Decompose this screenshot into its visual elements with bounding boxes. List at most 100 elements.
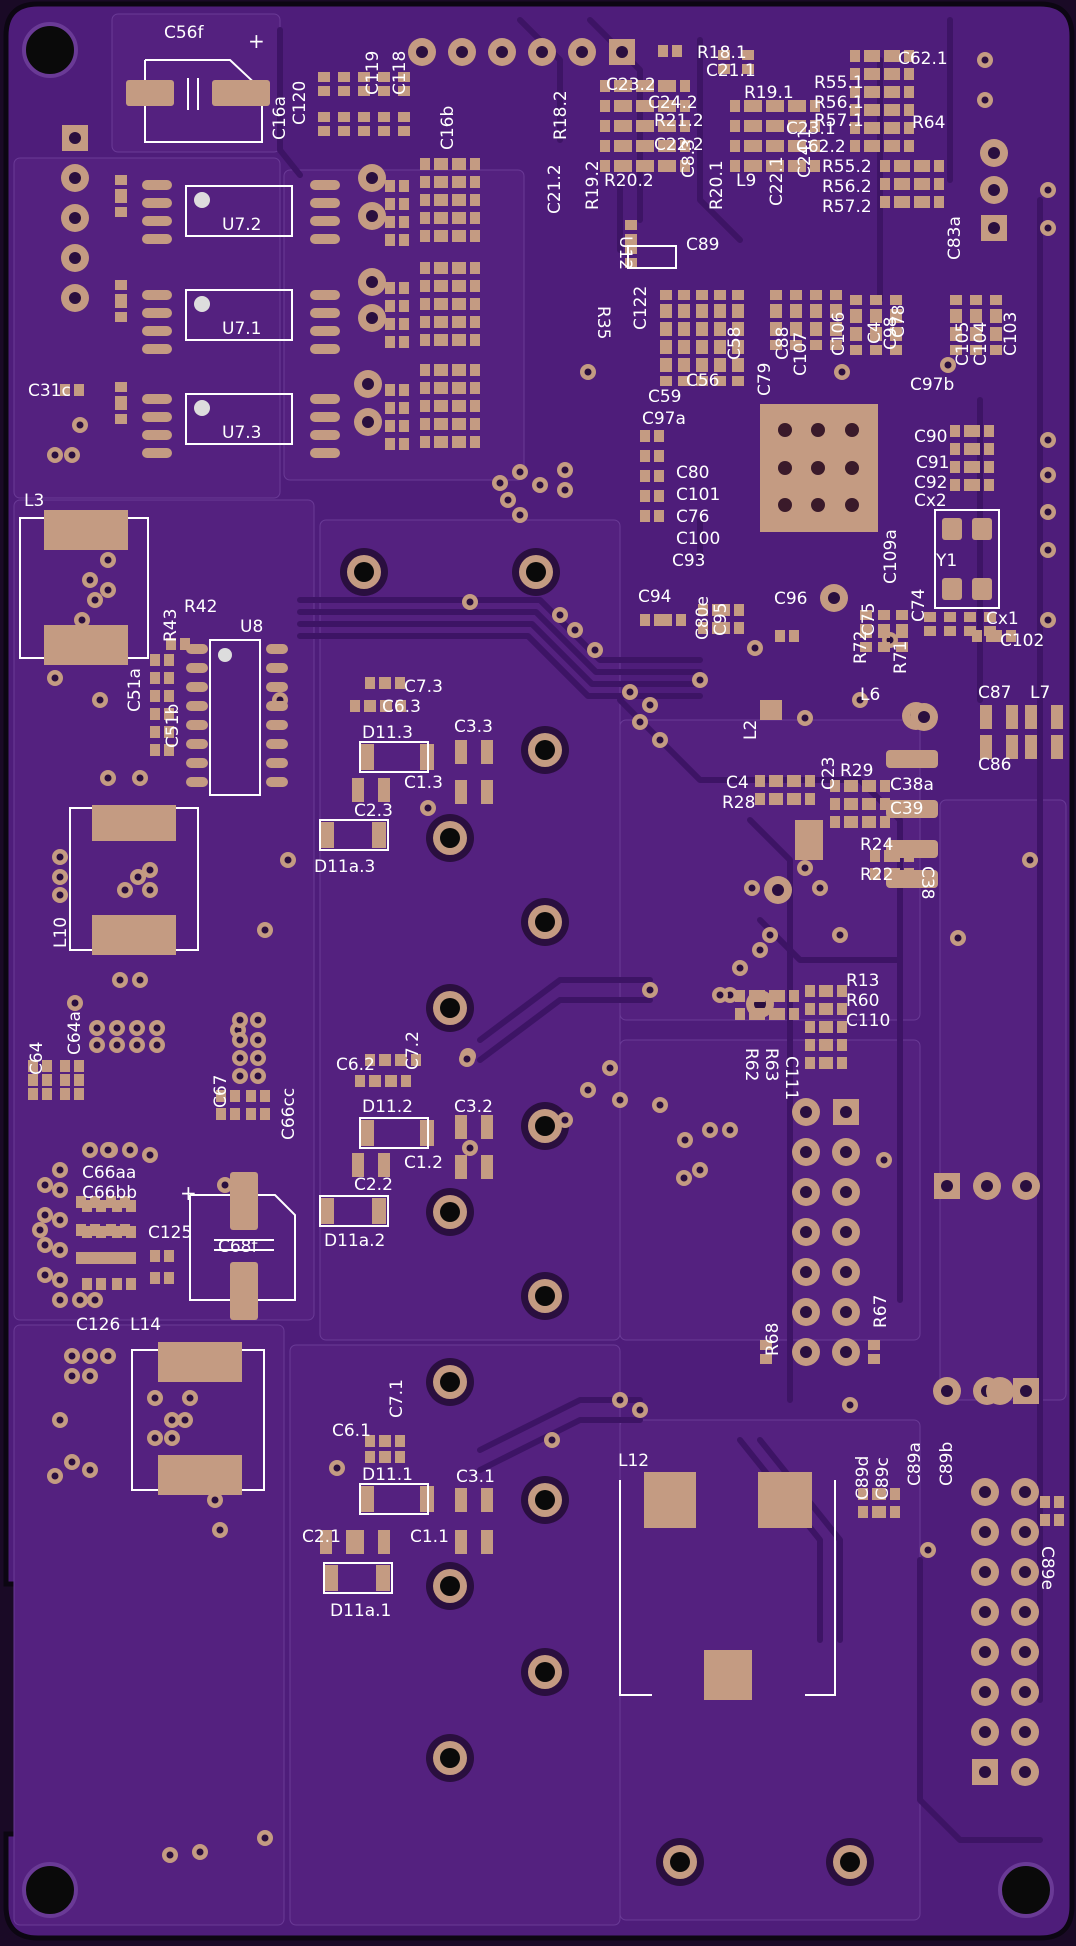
smd-pad	[438, 382, 448, 394]
smd-pad	[766, 100, 776, 112]
smd-pad	[74, 1074, 84, 1086]
silk-label-d11a-3: D11a.3	[314, 857, 375, 877]
smd-pad	[890, 68, 900, 80]
smd-pad	[456, 298, 466, 310]
silk-label-c58: C58	[725, 326, 745, 360]
smd-pad	[660, 362, 672, 372]
smd-pad	[381, 1054, 391, 1066]
smd-pad	[164, 708, 174, 720]
smd-pad	[720, 622, 730, 634]
diode-pad	[320, 1198, 334, 1224]
silk-label-c24-1: C24.1	[795, 128, 815, 178]
smd-pad	[755, 793, 765, 805]
silk-label-c105: C105	[953, 322, 973, 366]
smd-pad	[438, 436, 448, 448]
smd-pad	[864, 104, 874, 116]
ic-pin	[142, 216, 172, 226]
cap-pad	[346, 1530, 358, 1554]
smd-pad	[944, 612, 956, 622]
silk-label-c86: C86	[978, 755, 1012, 775]
smd-pad	[950, 313, 962, 323]
silk-label-c4: C4	[865, 321, 885, 344]
smd-pad	[82, 1252, 92, 1264]
silk-label-c7-3: C7.3	[404, 677, 443, 697]
smd-pad	[678, 344, 690, 354]
smd-pad	[914, 160, 924, 172]
smd-pad	[378, 126, 390, 136]
smd-pad	[810, 140, 820, 152]
smd-pad	[964, 626, 976, 636]
smd-pad	[420, 334, 430, 346]
smd-pad	[74, 384, 84, 396]
ic-pin	[266, 777, 288, 787]
smd-pad	[796, 100, 806, 112]
smd-pad	[914, 196, 924, 208]
smd-pad	[714, 308, 726, 318]
smd-pad	[396, 700, 406, 712]
smd-pad	[660, 308, 672, 318]
silk-label-c89b: C89b	[937, 1442, 957, 1486]
silk-label-r20-1: R20.1	[707, 160, 727, 210]
smd-pad	[470, 262, 480, 274]
smd-pad	[600, 80, 610, 92]
smd-pad	[640, 430, 650, 442]
smd-pad	[246, 1108, 256, 1120]
smd-pad	[796, 160, 806, 172]
silk-label-y1: Y1	[935, 551, 957, 571]
smd-pad	[658, 140, 668, 152]
cap-pad	[1006, 735, 1018, 759]
silk-label-r56-2: R56.2	[822, 177, 872, 197]
smd-pad	[884, 140, 894, 152]
smd-pad	[338, 86, 350, 96]
smd-pad	[950, 425, 960, 437]
smd-pad	[890, 122, 900, 134]
smd-pad	[28, 1088, 38, 1100]
smd-pad	[96, 1226, 106, 1238]
smd-pad	[456, 212, 466, 224]
smd-pad	[696, 308, 708, 318]
inductor-l10	[69, 805, 199, 955]
smd-pad	[770, 308, 782, 318]
smd-pad	[884, 50, 894, 62]
silk-label-c89e: C89e	[1037, 1546, 1057, 1590]
smd-pad	[884, 104, 894, 116]
ic-pin	[142, 430, 172, 440]
smd-pad	[355, 1075, 365, 1087]
diode-pad	[360, 1120, 374, 1146]
smd-pad	[640, 470, 650, 482]
smd-pad	[74, 1088, 84, 1100]
smd-pad	[399, 300, 409, 312]
smd-pad	[718, 50, 730, 60]
silk-label-c62-2: C62.2	[796, 137, 846, 157]
smd-pad	[622, 160, 632, 172]
cap-pad	[378, 1530, 390, 1554]
silk-label-r22: R22	[860, 865, 893, 885]
smd-pad	[850, 86, 860, 98]
smd-pad	[115, 207, 127, 217]
smd-pad	[150, 744, 160, 756]
silk-label-c62-1: C62.1	[898, 49, 948, 69]
silk-label-c66aa: C66aa	[82, 1163, 136, 1183]
ic-pin	[310, 326, 340, 336]
smd-pad	[837, 1003, 847, 1015]
diode-pad	[360, 1486, 374, 1512]
silk-label-c93: C93	[672, 551, 706, 571]
silk-label-c98: C98	[881, 316, 901, 350]
smd-pad	[972, 630, 982, 642]
smd-pad	[924, 612, 936, 622]
smd-pad	[625, 234, 637, 244]
smd-pad	[395, 677, 405, 689]
silk-label-cx1: Cx1	[986, 609, 1019, 629]
smd-pad	[658, 100, 668, 112]
smd-pad	[830, 780, 840, 792]
smd-pad	[830, 308, 842, 318]
silk-label-c122: C122	[631, 286, 651, 330]
smd-pad	[96, 1278, 106, 1290]
smd-pad	[371, 1075, 381, 1087]
silk-label-c3-2: C3.2	[454, 1097, 493, 1117]
silk-label-c111: C111	[781, 1056, 801, 1100]
smd-pad	[401, 1075, 411, 1087]
silk-label-c74: C74	[909, 588, 929, 622]
smd-pad	[970, 331, 982, 341]
silk-label-c80e: C80e	[693, 596, 713, 640]
